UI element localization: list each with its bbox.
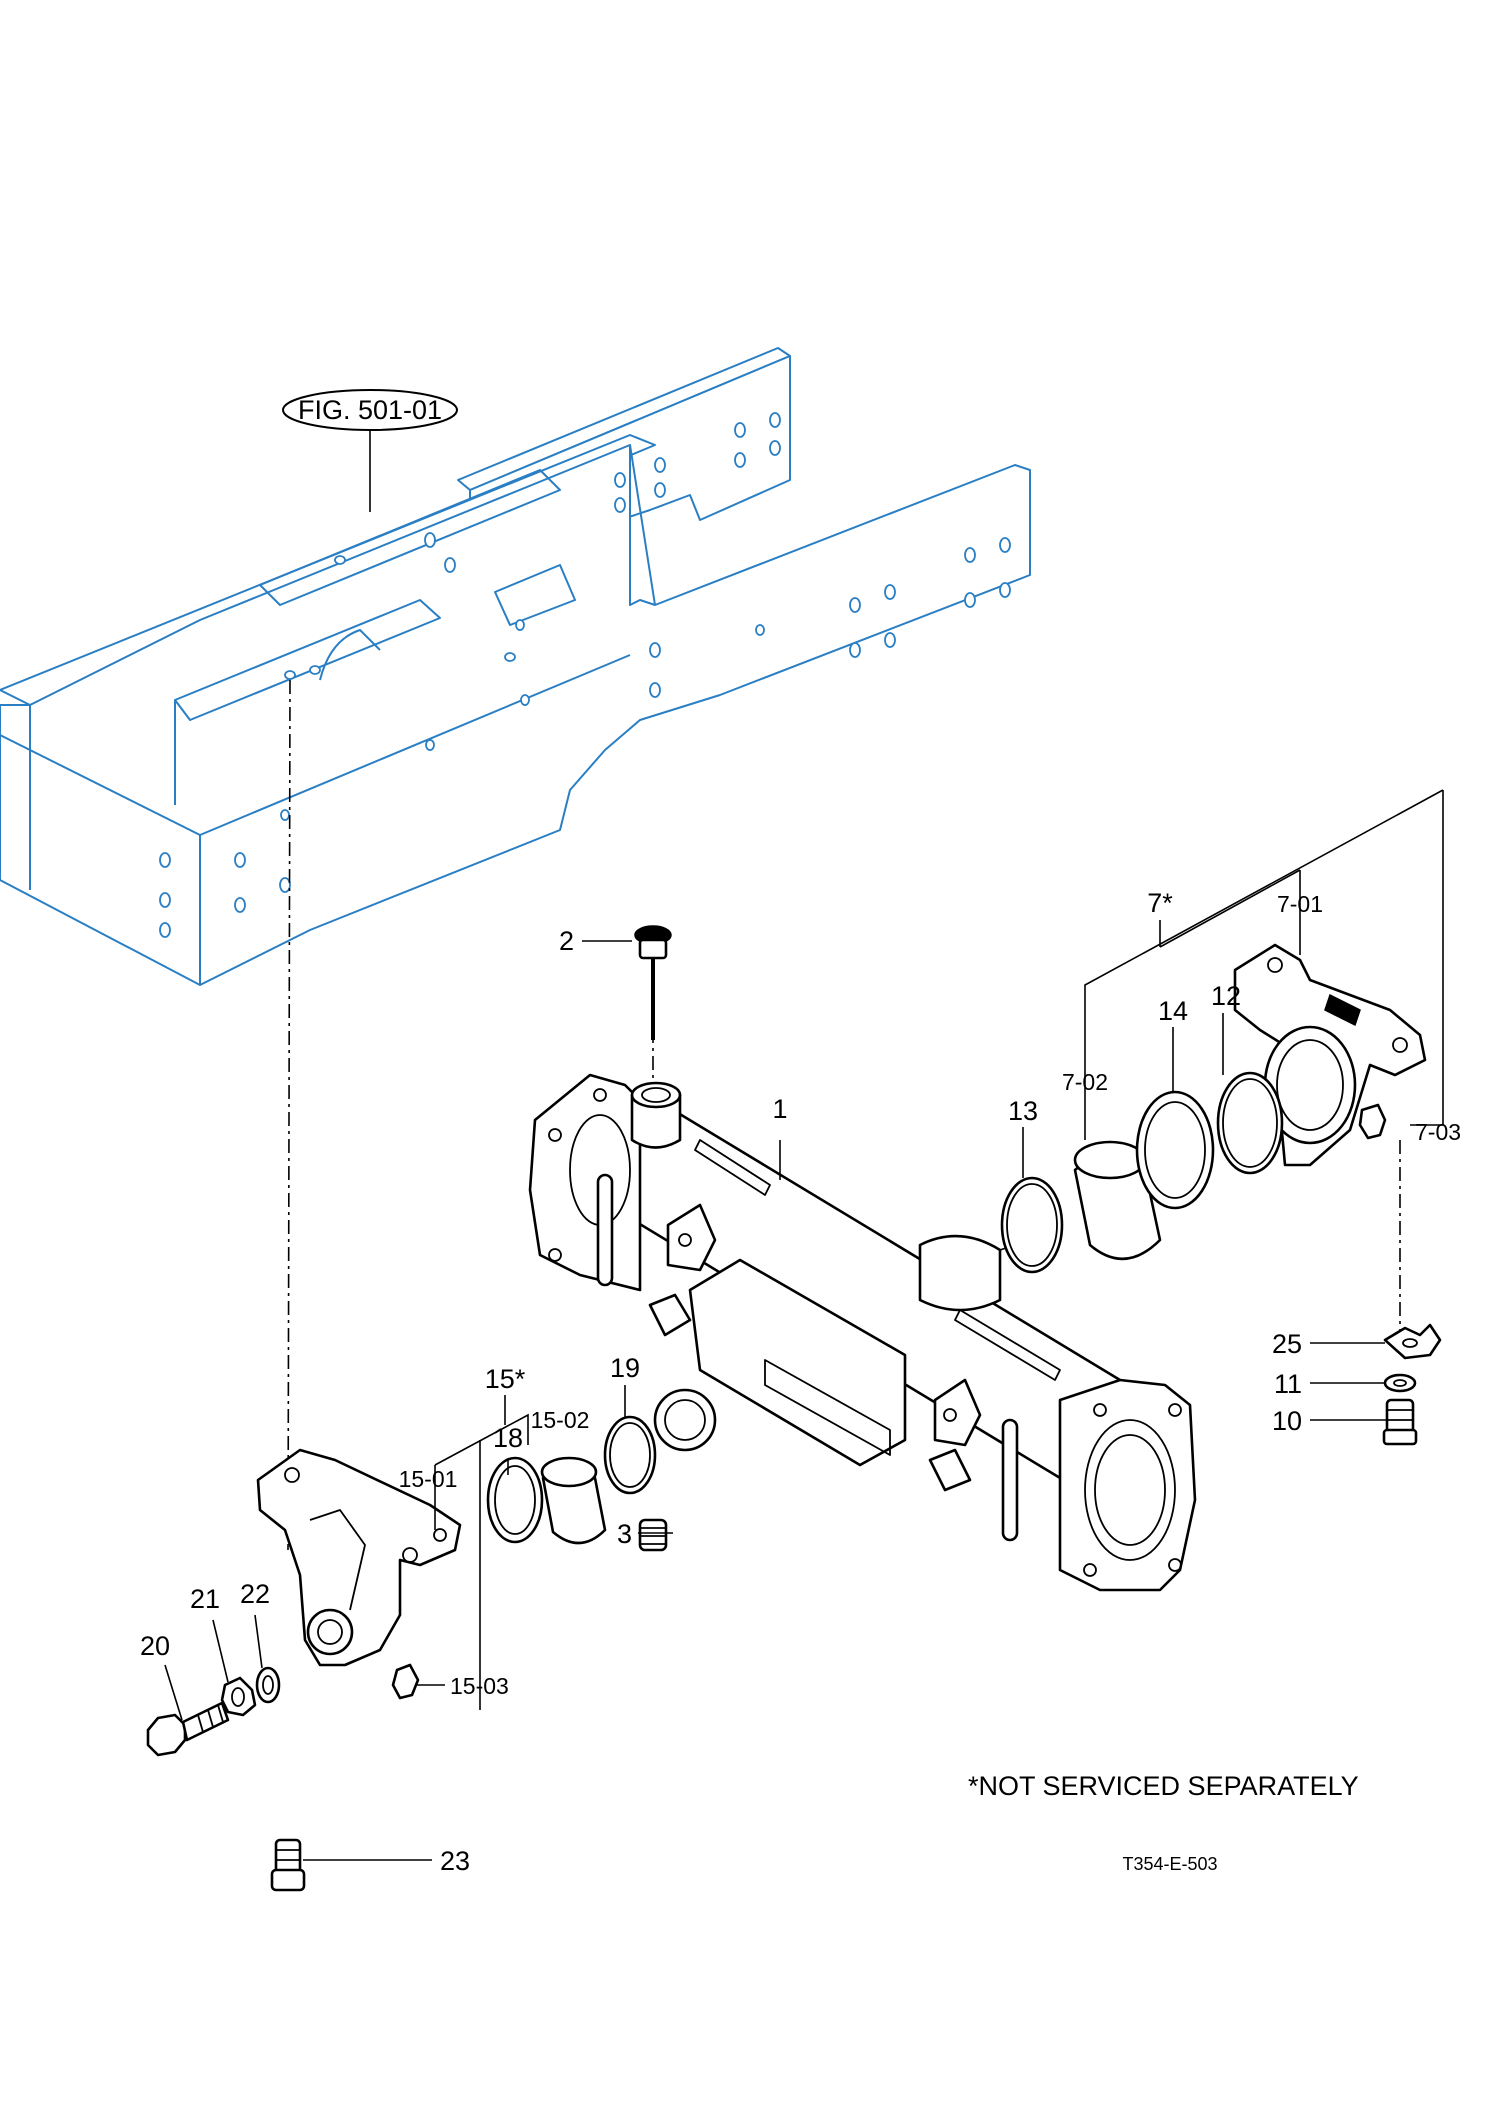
callout-7-01: 7-01 bbox=[1277, 891, 1323, 917]
callout-11: 11 bbox=[1274, 1369, 1302, 1399]
axle-housing-left-flange bbox=[528, 1073, 642, 1292]
axle-housing-right-flange bbox=[1058, 1378, 1197, 1592]
front-fasteners: 20 21 22 bbox=[140, 1579, 281, 1757]
frame-cross-member-1 bbox=[259, 469, 561, 606]
callout-7-03: 7-03 bbox=[1415, 1119, 1461, 1145]
axle-housing-strap-left bbox=[596, 1173, 614, 1287]
washer-22 bbox=[255, 1666, 281, 1704]
lock-plate-25 bbox=[1383, 1323, 1442, 1360]
callout-7: 7* bbox=[1147, 888, 1173, 918]
dipstick: 2 bbox=[559, 925, 672, 1040]
axle-housing-pivot-section bbox=[688, 1258, 907, 1467]
callout-15-03: 15-03 bbox=[450, 1673, 509, 1699]
callout-3: 3 bbox=[617, 1519, 632, 1549]
front-seal bbox=[486, 1456, 544, 1544]
callout-12: 12 bbox=[1211, 981, 1241, 1011]
washer-11 bbox=[1383, 1373, 1417, 1393]
axle-housing-lug-1 bbox=[666, 1203, 717, 1272]
frame-bolt-holes bbox=[159, 412, 1011, 938]
callout-15-02: 15-02 bbox=[531, 1407, 590, 1433]
axle-housing-lug-2 bbox=[933, 1378, 982, 1447]
callout-19: 19 bbox=[610, 1353, 640, 1383]
bolt-20 bbox=[146, 1713, 187, 1757]
axle-housing bbox=[528, 1073, 1197, 1592]
rear-grease-fitting bbox=[1358, 1103, 1387, 1140]
rear-o-ring-12 bbox=[1216, 1071, 1284, 1175]
rear-seal bbox=[1135, 1090, 1215, 1210]
callout-15-01: 15-01 bbox=[399, 1466, 458, 1492]
figure-reference-label: FIG. 501-01 bbox=[298, 395, 442, 425]
callout-15: 15* bbox=[485, 1364, 526, 1394]
bolt-23-group: 23 bbox=[270, 1838, 470, 1892]
chassis-frame bbox=[0, 347, 1031, 986]
not-serviced-note: *NOT SERVICED SEPARATELY bbox=[968, 1771, 1359, 1801]
drain-plug: 3 bbox=[617, 1518, 673, 1552]
frame-cross-member-2 bbox=[174, 599, 441, 721]
callout-14: 14 bbox=[1158, 996, 1188, 1026]
frame-front-rail bbox=[0, 444, 1031, 986]
rear-o-ring-13 bbox=[1000, 1176, 1064, 1274]
axle-housing-strap-right bbox=[1001, 1418, 1019, 1542]
callout-21: 21 bbox=[190, 1584, 220, 1614]
callout-10: 10 bbox=[1272, 1406, 1302, 1436]
front-grease-fitting bbox=[391, 1663, 420, 1700]
drawing-id: T354-E-503 bbox=[1122, 1854, 1217, 1874]
callout-22: 22 bbox=[240, 1579, 270, 1609]
axle-housing-rear-boss bbox=[918, 1234, 1002, 1312]
callout-18: 18 bbox=[493, 1423, 523, 1453]
axle-housing-filler-neck bbox=[630, 1093, 682, 1149]
front-pivot-bracket bbox=[256, 1448, 462, 1667]
callout-13: 13 bbox=[1008, 1096, 1038, 1126]
front-pivot-bracket-group: 15* 15-01 15-02 15-03 18 19 bbox=[256, 1353, 657, 1710]
callout-7-02: 7-02 bbox=[1062, 1069, 1108, 1095]
rear-stopper-group: 25 11 10 bbox=[1272, 1323, 1442, 1446]
axle-housing-front-boss bbox=[653, 1388, 717, 1452]
frame-bracket bbox=[494, 564, 576, 626]
callout-20: 20 bbox=[140, 1631, 170, 1661]
callout-2: 2 bbox=[559, 926, 574, 956]
figure-reference: FIG. 501-01 bbox=[282, 389, 458, 512]
callout-1: 1 bbox=[772, 1094, 787, 1124]
front-o-ring-19 bbox=[603, 1415, 657, 1495]
centerline-pivot bbox=[287, 679, 291, 1551]
callout-23: 23 bbox=[440, 1846, 470, 1876]
callout-25: 25 bbox=[1272, 1329, 1302, 1359]
rear-pivot-bracket-group: 7* 7-01 7-02 7-03 12 13 14 1 bbox=[772, 789, 1461, 1274]
nut-21 bbox=[220, 1676, 257, 1717]
